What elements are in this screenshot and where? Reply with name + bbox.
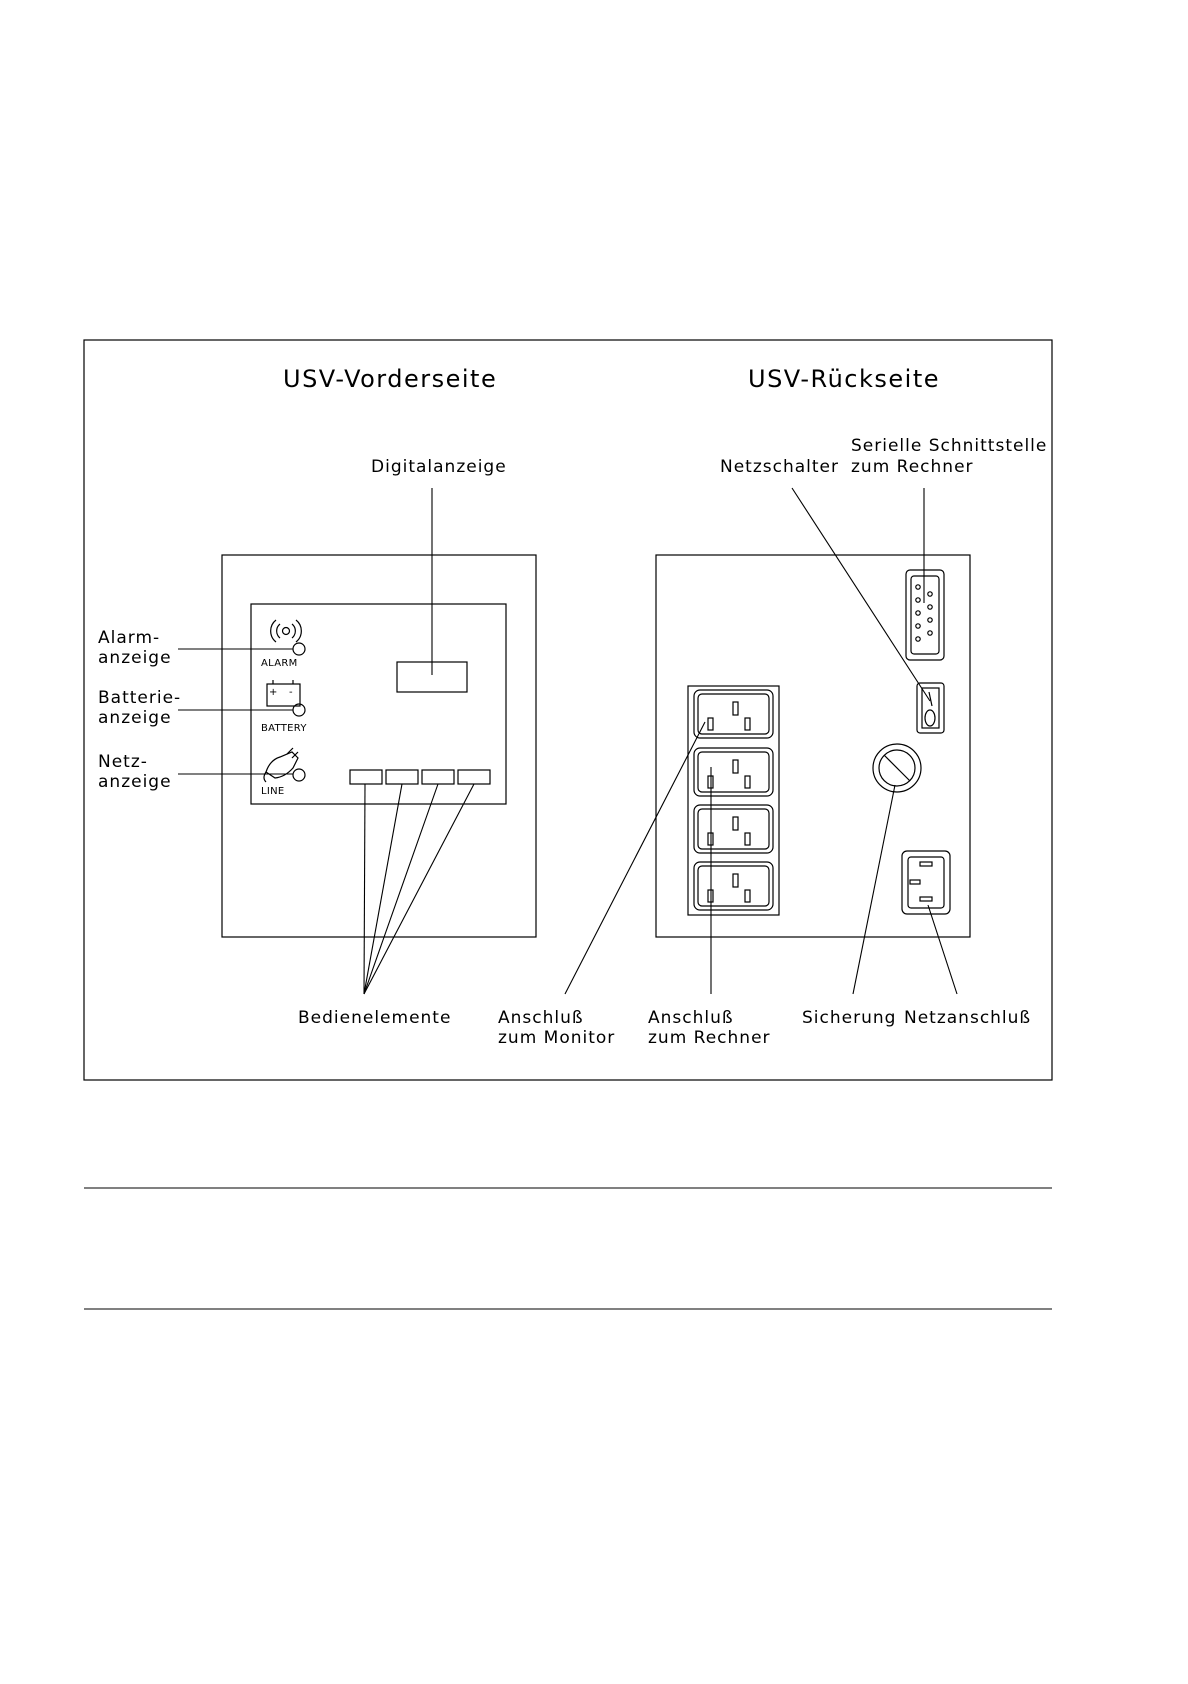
label-serial-port-1: Serielle Schnittstelle (851, 436, 1047, 456)
line-panel-label: LINE (261, 786, 285, 797)
label-alarm-2: anzeige (98, 648, 172, 668)
label-battery-1: Batterie- (98, 688, 181, 708)
serial-port (906, 570, 944, 660)
front-title: USV-Vorderseite (283, 365, 497, 393)
label-computer-outlet-1: Anschluß (648, 1008, 734, 1028)
outlet-computer-1 (694, 748, 773, 796)
ups-back: Netzschalter Serielle Schnittstelle zum … (498, 436, 1047, 1048)
alarm-panel-label: ALARM (261, 658, 298, 669)
leader-power-switch (792, 488, 930, 701)
battery-minus: - (289, 687, 293, 698)
control-button-2 (386, 770, 418, 784)
alarm-icon (271, 620, 302, 642)
leader-fuse (853, 785, 895, 994)
line-led (293, 769, 305, 781)
leader-power-inlet (928, 905, 957, 994)
label-controls: Bedienelemente (298, 1008, 451, 1028)
label-line-1: Netz- (98, 752, 148, 772)
outlet-computer-3 (694, 862, 773, 910)
leader-control-2 (364, 784, 402, 994)
label-monitor-outlet-1: Anschluß (498, 1008, 584, 1028)
alarm-led (293, 643, 305, 655)
label-computer-outlet-2: zum Rechner (648, 1028, 771, 1048)
back-title: USV-Rückseite (748, 365, 940, 393)
power-switch (917, 683, 944, 733)
label-power-inlet: Netzanschluß (904, 1008, 1031, 1028)
outlet-monitor (694, 690, 773, 738)
leader-monitor-outlet (565, 722, 705, 994)
control-button-4 (458, 770, 490, 784)
ups-front: ALARM + - BATTERY LINE (98, 457, 536, 1028)
label-serial-port-2: zum Rechner (851, 457, 974, 477)
label-battery-2: anzeige (98, 708, 172, 728)
battery-plus: + (269, 687, 278, 698)
label-line-2: anzeige (98, 772, 172, 792)
label-alarm-1: Alarm- (98, 628, 160, 648)
battery-panel-label: BATTERY (261, 723, 307, 734)
label-fuse: Sicherung (802, 1008, 896, 1028)
leader-control-1 (364, 784, 365, 994)
label-power-switch: Netzschalter (720, 457, 839, 477)
fuse-holder (873, 744, 921, 792)
front-housing (222, 555, 536, 937)
control-button-1 (350, 770, 382, 784)
outlet-computer-2 (694, 805, 773, 853)
leader-control-3 (364, 784, 438, 994)
power-inlet (902, 851, 950, 914)
control-button-3 (422, 770, 454, 784)
label-monitor-outlet-2: zum Monitor (498, 1028, 615, 1048)
back-housing (656, 555, 970, 937)
leader-control-4 (364, 784, 474, 994)
label-digital-display: Digitalanzeige (371, 457, 507, 477)
